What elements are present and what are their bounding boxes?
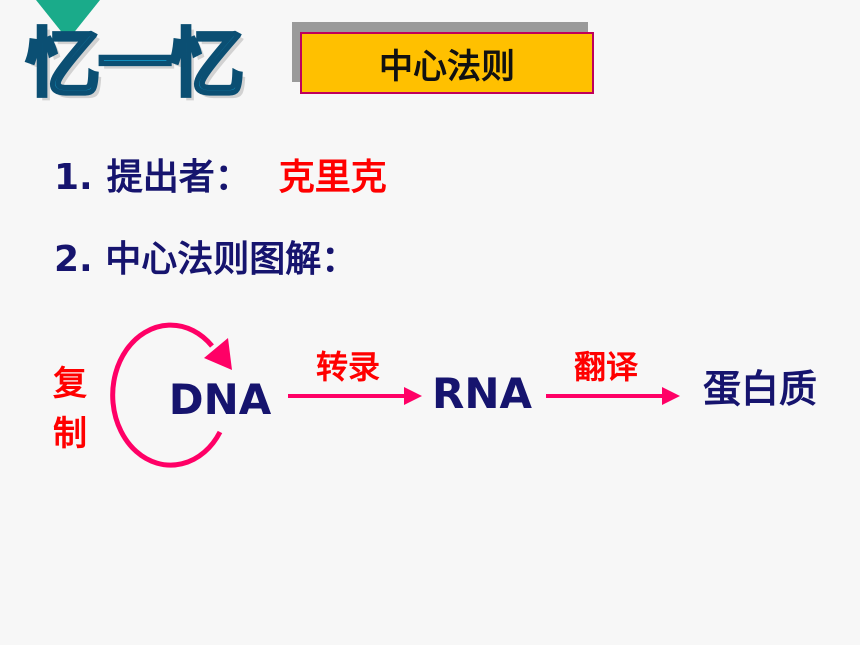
proposer-line: 1. 提出者： 克里克 — [54, 148, 387, 200]
node-dna: DNA — [169, 375, 272, 424]
slide-heading: 忆一忆 — [25, 21, 246, 107]
replication-loop-arrow — [110, 322, 223, 468]
replication-label-char-2: 制 — [53, 414, 87, 454]
replication-loop-arrowhead — [204, 338, 232, 370]
transcription-arrowhead — [404, 387, 422, 405]
proposer-value: 克里克 — [278, 157, 387, 198]
title-badge: 中心法则 — [300, 32, 594, 94]
diagram-caption: 2. 中心法则图解： — [54, 239, 358, 280]
translation-arrowhead — [662, 387, 680, 405]
node-rna: RNA — [432, 369, 532, 418]
replication-label-char-1: 复 — [53, 364, 87, 404]
transcription-label: 转录 — [316, 348, 380, 386]
translation-label: 翻译 — [574, 348, 639, 386]
central-dogma-diagram: 复 制 DNA RNA 蛋白质 转录 翻译 — [53, 322, 817, 468]
node-protein: 蛋白质 — [703, 367, 817, 411]
corner-triangle-decoration — [36, 0, 100, 40]
proposer-number: 1. — [54, 157, 93, 198]
proposer-label: 提出者： — [106, 157, 251, 198]
